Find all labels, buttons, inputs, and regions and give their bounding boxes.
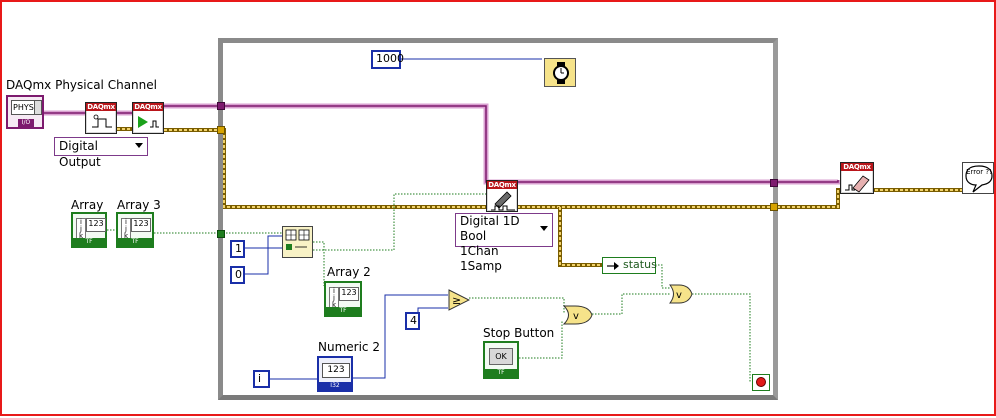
- or-function-2[interactable]: v: [669, 284, 693, 304]
- write-mode-line2: 1Chan 1Samp: [460, 244, 502, 273]
- index-one-constant[interactable]: 1: [230, 240, 245, 258]
- write-mode-ring[interactable]: Digital 1D Bool 1Chan 1Samp: [455, 213, 553, 273]
- status-text: status: [623, 258, 657, 271]
- numeric-value: 123: [322, 363, 350, 378]
- numeric2-control[interactable]: 123 I32: [317, 356, 353, 392]
- daqmx-create-channel-vi[interactable]: DAQmx: [85, 102, 117, 134]
- write-mode-line1: Digital 1D Bool: [460, 214, 520, 243]
- error-tunnel-out[interactable]: [770, 203, 778, 211]
- daqmx-start-task-vi[interactable]: DAQmx: [132, 102, 164, 134]
- greater-or-equal-function[interactable]: ≥: [448, 289, 470, 311]
- play-icon: [138, 116, 159, 128]
- bool-type-badge: TF: [118, 238, 152, 246]
- ok-button-face: OK: [489, 348, 513, 365]
- svg-text:v: v: [676, 290, 682, 301]
- boolean-wire[interactable]: [107, 193, 751, 382]
- stop-button-label: Stop Button: [483, 326, 555, 340]
- vi-header: DAQmx: [86, 103, 116, 111]
- wait-ms-constant[interactable]: 1000: [371, 50, 404, 69]
- arrow-right-icon: [607, 262, 619, 270]
- physical-channel-label: DAQmx Physical Channel: [6, 78, 157, 92]
- loop-condition-terminal[interactable]: [752, 374, 770, 391]
- iteration-terminal[interactable]: i: [253, 370, 270, 388]
- chevron-down-icon[interactable]: [34, 100, 42, 115]
- error-handler-text: Error ?!: [966, 168, 992, 176]
- wait-ms-function[interactable]: [544, 58, 576, 87]
- write-pencil-icon: [491, 191, 515, 211]
- svg-text:≥: ≥: [452, 294, 461, 307]
- array2-label: Array 2: [327, 265, 371, 279]
- task-tunnel-out[interactable]: [770, 179, 778, 187]
- task-tunnel-in[interactable]: [217, 102, 225, 110]
- svg-text:v: v: [573, 311, 579, 322]
- bool-type-badge: TF: [485, 369, 517, 377]
- vi-header: DAQmx: [133, 103, 163, 111]
- simple-error-handler-vi[interactable]: Error ?!: [962, 162, 994, 194]
- physical-channel-control[interactable]: PHYS I/O: [6, 95, 44, 129]
- phys-text: PHYS: [11, 100, 35, 115]
- array-cell: 123: [339, 287, 359, 301]
- chevron-down-icon: [135, 143, 143, 148]
- daqmx-write-vi[interactable]: DAQmx: [486, 180, 518, 212]
- numeric-type-badge: I32: [319, 382, 351, 390]
- daqmx-clear-task-vi[interactable]: DAQmx: [840, 162, 874, 194]
- vi-header: DAQmx: [487, 181, 517, 189]
- stop-button-control[interactable]: OK TF: [483, 341, 519, 379]
- array-label: Array: [71, 198, 104, 212]
- array-cell: 123: [86, 218, 106, 232]
- or-function-1[interactable]: v: [563, 305, 593, 325]
- array-cell: 123: [131, 218, 151, 232]
- index-zero-constant[interactable]: 0: [230, 266, 245, 284]
- bool-type-badge: TF: [326, 307, 360, 315]
- channel-type-text: Digital Output: [59, 139, 101, 169]
- chevron-down-icon: [540, 226, 548, 231]
- compare-constant[interactable]: 4: [405, 312, 420, 330]
- array-tunnel-in[interactable]: [217, 230, 225, 238]
- channel-type-ring[interactable]: Digital Output: [54, 137, 148, 169]
- watch-icon: [553, 62, 569, 84]
- array3-label: Array 3: [117, 198, 161, 212]
- io-badge: I/O: [18, 119, 34, 127]
- bool-type-badge: TF: [73, 238, 105, 246]
- array-subset-function[interactable]: [282, 226, 313, 258]
- array-subset-icon: [285, 229, 310, 250]
- error-bubble-icon: [965, 165, 993, 193]
- numeric2-label: Numeric 2: [318, 340, 380, 354]
- vi-header: DAQmx: [841, 163, 873, 171]
- stop-icon: [756, 377, 766, 387]
- eraser-icon: [845, 175, 870, 193]
- numeric-wire[interactable]: [245, 58, 542, 380]
- channel-icon: [92, 114, 112, 128]
- unbundle-status[interactable]: status: [602, 257, 657, 274]
- while-loop[interactable]: [218, 38, 778, 400]
- error-tunnel-in[interactable]: [217, 126, 225, 134]
